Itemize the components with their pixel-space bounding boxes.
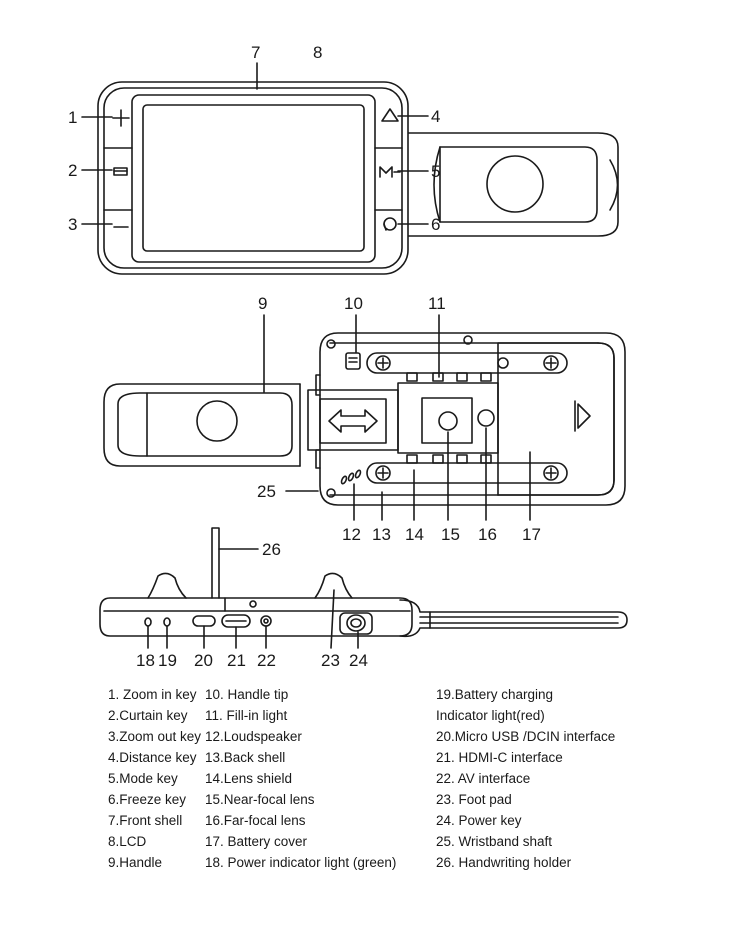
callout-25: 25	[257, 482, 276, 501]
back-handle-knob	[196, 400, 238, 442]
legend-item: 2.Curtain key	[108, 708, 188, 723]
legend-item: 5.Mode key	[108, 771, 178, 786]
callout-2: 2	[68, 161, 77, 180]
callout-11: 11	[428, 294, 446, 313]
legend-col-3: 19.Battery charging Indicator light(red)…	[436, 687, 615, 870]
back-handle	[103, 383, 301, 467]
foot-pad-right	[314, 572, 353, 599]
callout-14: 14	[405, 525, 424, 544]
legend: 1. Zoom in key 2.Curtain key 3.Zoom out …	[108, 687, 615, 870]
callout-6: 6	[431, 215, 440, 234]
legend-item: 26. Handwriting holder	[436, 855, 572, 870]
legend-item: 24. Power key	[436, 813, 522, 828]
indicator-lights	[144, 617, 171, 627]
battery-cover-arrow-icon	[574, 400, 591, 432]
callout-16: 16	[478, 525, 497, 544]
legend-item: 9.Handle	[108, 855, 162, 870]
front-view	[81, 62, 619, 275]
callout-4: 4	[431, 107, 440, 126]
legend-item: 19.Battery charging	[436, 687, 553, 702]
callout-10: 10	[344, 294, 363, 313]
legend-item: 6.Freeze key	[108, 792, 186, 807]
legend-item: 21. HDMI-C interface	[436, 750, 563, 765]
callout-22: 22	[257, 651, 276, 670]
legend-item: 13.Back shell	[205, 750, 285, 765]
callout-5: 5	[431, 162, 440, 181]
legend-item: 25. Wristband shaft	[436, 834, 552, 849]
callout-8: 8	[313, 43, 322, 62]
legend-item: 8.LCD	[108, 834, 147, 849]
legend-col-2: 10. Handle tip 11. Fill-in light 12.Loud…	[205, 687, 396, 870]
callout-17: 17	[522, 525, 541, 544]
double-arrow-icon	[328, 409, 378, 433]
power-key	[339, 612, 373, 635]
front-handle-knob	[486, 155, 544, 213]
callout-3: 3	[68, 215, 77, 234]
legend-item: 17. Battery cover	[205, 834, 308, 849]
callout-15: 15	[441, 525, 460, 544]
handle-tip	[345, 352, 361, 370]
far-focal-lens	[477, 409, 495, 427]
front-handle-inner	[439, 146, 598, 223]
callout-labels: 1 2 3 4 5 6 7 8 9 10 11 12 13 14 15 16 1…	[68, 43, 541, 670]
hinge	[307, 389, 399, 451]
mode-key-icon	[379, 166, 401, 178]
callout-24: 24	[349, 651, 368, 670]
callout-18: 18	[136, 651, 155, 670]
callout-26: 26	[262, 540, 281, 559]
legend-item: 14.Lens shield	[205, 771, 292, 786]
callout-12: 12	[342, 525, 361, 544]
callout-23: 23	[321, 651, 340, 670]
legend-item: 22. AV interface	[436, 771, 530, 786]
callout-9: 9	[258, 294, 267, 313]
legend-item: 18. Power indicator light (green)	[205, 855, 396, 870]
callout-1: 1	[68, 108, 77, 127]
legend-item: Indicator light(red)	[436, 708, 545, 723]
callout-19: 19	[158, 651, 177, 670]
distance-key-icon	[381, 108, 399, 122]
callout-20: 20	[194, 651, 213, 670]
side-handle	[399, 599, 628, 638]
callout-13: 13	[372, 525, 391, 544]
legend-item: 15.Near-focal lens	[205, 792, 315, 807]
micro-usb-port	[192, 615, 216, 627]
legend-col-1: 1. Zoom in key 2.Curtain key 3.Zoom out …	[108, 687, 201, 870]
legend-item: 12.Loudspeaker	[205, 729, 302, 744]
side-view	[99, 527, 628, 649]
back-shell	[319, 332, 626, 506]
callout-21: 21	[227, 651, 246, 670]
legend-item: 1. Zoom in key	[108, 687, 197, 702]
callout-7: 7	[251, 43, 260, 62]
lcd-screen	[142, 104, 365, 252]
legend-item: 20.Micro USB /DCIN interface	[436, 729, 615, 744]
legend-item: 23. Foot pad	[436, 792, 512, 807]
zoom-in-key-icon	[112, 109, 130, 127]
handwriting-holder	[211, 527, 220, 599]
legend-item: 10. Handle tip	[205, 687, 288, 702]
foot-pad-left	[147, 572, 187, 599]
loudspeaker	[340, 469, 362, 485]
lcd-outer	[131, 94, 376, 263]
legend-item: 16.Far-focal lens	[205, 813, 306, 828]
legend-item: 4.Distance key	[108, 750, 197, 765]
back-view	[103, 314, 626, 521]
av-port	[260, 615, 272, 627]
legend-item: 7.Front shell	[108, 813, 182, 828]
legend-item: 11. Fill-in light	[205, 708, 288, 723]
near-focal-lens	[438, 411, 458, 431]
front-shell	[97, 81, 409, 275]
legend-item: 3.Zoom out key	[108, 729, 201, 744]
